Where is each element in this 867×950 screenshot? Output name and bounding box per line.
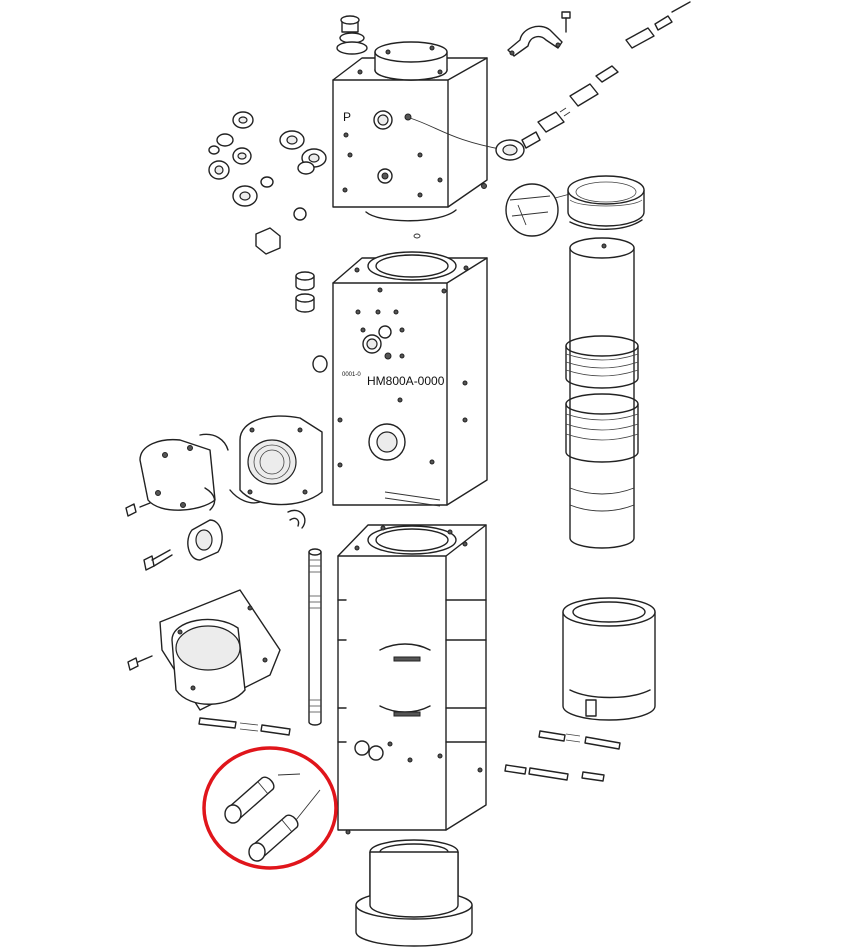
bottom-sleeve xyxy=(355,839,473,947)
highlighted-pins xyxy=(224,773,321,862)
rear-cover xyxy=(127,589,281,711)
middle-valve-body: 0001-0 HM800A-0000 xyxy=(312,251,488,507)
upper-left-fittings xyxy=(208,111,327,255)
lower-cylinder-body xyxy=(337,524,487,835)
through-bolt xyxy=(308,548,322,726)
small-sleeves xyxy=(295,271,315,313)
side-cover-assembly xyxy=(125,415,323,571)
model-number-label: HM800A-0000 xyxy=(367,374,445,388)
upper-right-fittings xyxy=(481,1,691,189)
highlight-circle xyxy=(202,746,338,870)
lower-bushing xyxy=(562,597,656,721)
piston xyxy=(505,175,645,549)
port-p-label: P xyxy=(343,110,351,124)
top-nut xyxy=(336,15,368,55)
top-valve-block: P xyxy=(332,41,506,239)
loose-rods xyxy=(198,717,621,782)
serial-label: 0001-0 xyxy=(342,372,361,378)
